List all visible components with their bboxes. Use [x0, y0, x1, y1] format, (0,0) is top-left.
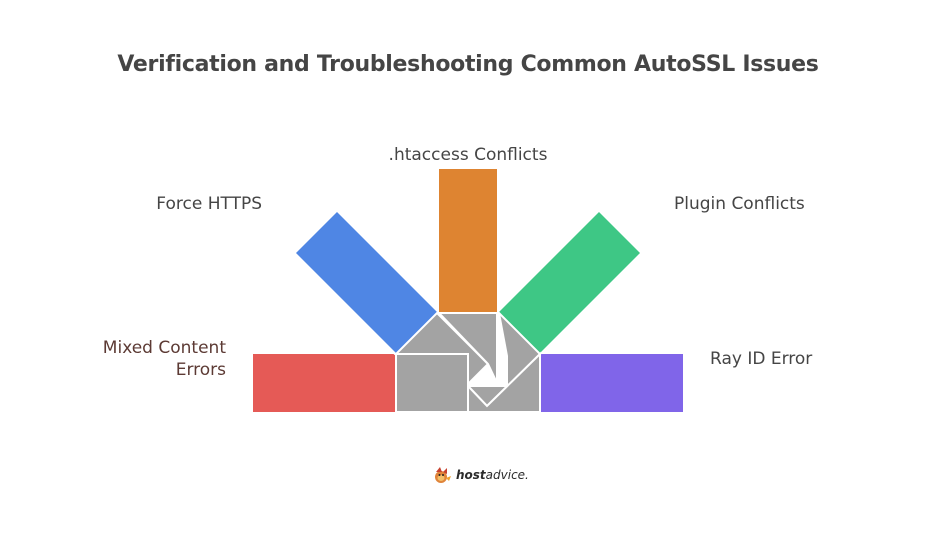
label-plugin-conflicts: Plugin Conflicts: [674, 194, 805, 214]
hub-piece-bottom-left: [395, 353, 469, 413]
hub-piece-bottom-right: [467, 351, 541, 413]
arm-htaccess-conflicts: [439, 169, 497, 312]
brand-logo: hostadvice.: [432, 464, 529, 486]
brand-wordmark: hostadvice.: [456, 468, 529, 482]
hub-piece-center-top: [436, 312, 498, 384]
diagram-title: Verification and Troubleshooting Common …: [117, 52, 819, 77]
arm-plugin-conflicts: [499, 212, 640, 353]
label-htaccess-conflicts: .htaccess Conflicts: [388, 145, 548, 165]
arm-ray-id-error: [540, 354, 683, 412]
label-ray-id-error: Ray ID Error: [710, 349, 813, 369]
arm-mixed-content-errors: [253, 354, 396, 412]
arm-force-https: [296, 212, 437, 353]
label-mixed-content-errors: Mixed Content Errors: [102, 338, 226, 380]
rocket-mascot-icon: [435, 467, 451, 483]
hub: [393, 310, 542, 413]
label-force-https: Force HTTPS: [156, 194, 262, 214]
